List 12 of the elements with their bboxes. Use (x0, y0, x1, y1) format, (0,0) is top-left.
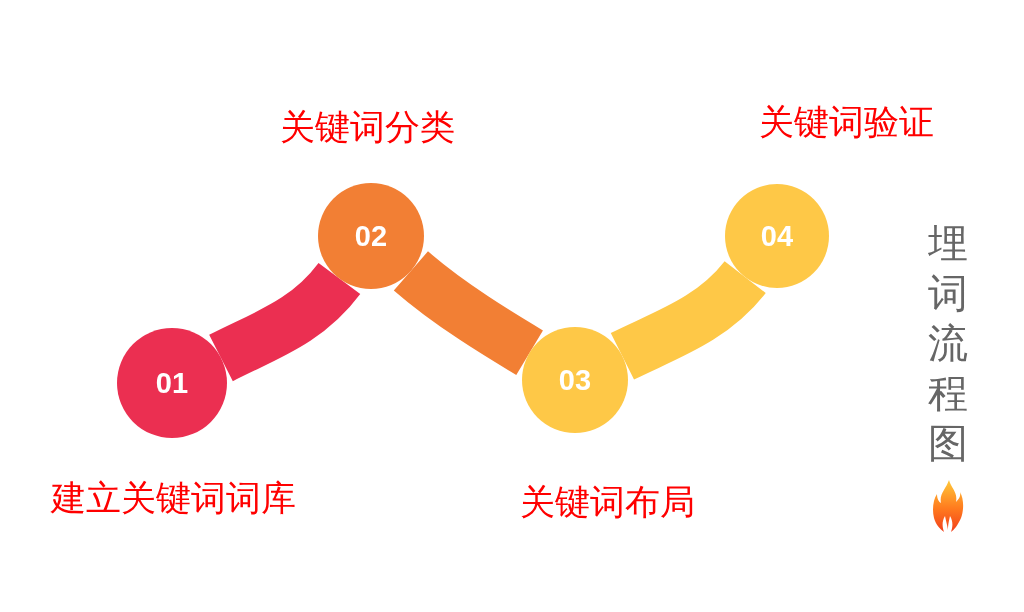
step-number: 01 (155, 368, 189, 398)
step-label: 关键词布局 (519, 481, 695, 523)
step-number: 03 (558, 365, 592, 395)
step-label: 关键词验证 (758, 101, 934, 143)
connector-band (209, 262, 360, 382)
step-number: 02 (354, 221, 388, 251)
step-label: 建立关键词词库 (50, 477, 296, 519)
connector-band (394, 251, 543, 376)
step-number: 04 (760, 221, 794, 251)
connector-band (611, 260, 766, 380)
step-label: 关键词分类 (279, 106, 455, 148)
vertical-title: 埋词流程图 (928, 219, 968, 468)
